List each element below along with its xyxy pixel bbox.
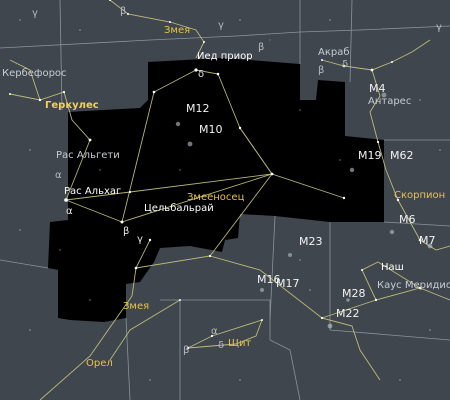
label-gamma-right-edge: γ [436, 22, 442, 34]
label-akrab: Акраб [318, 47, 350, 59]
label-delta-scorpius: δ [342, 59, 348, 71]
label-m28: M28 [342, 288, 366, 300]
label-serpens-bottom: Змея [123, 301, 149, 313]
label-m7: M7 [419, 235, 436, 247]
label-m23: M23 [299, 236, 323, 248]
label-cebalrai: Цельбальрай [144, 203, 214, 215]
label-alpha-hercules: α [55, 170, 62, 182]
label-m22: M22 [336, 308, 360, 320]
label-serpens-top: Змея [164, 25, 190, 37]
label-gamma-top-right: γ [218, 20, 224, 32]
label-beta-top-left: β [120, 6, 126, 18]
label-beta-ophiuchus: β [123, 226, 129, 238]
label-beta-scorpius: β [318, 65, 324, 77]
label-m62: M62 [390, 150, 414, 162]
label-ras-algethi: Рас Альгети [56, 150, 120, 162]
label-m10: M10 [199, 124, 223, 136]
label-yed-prior: Иед приор [197, 51, 253, 63]
label-m6: M6 [399, 214, 416, 226]
label-delta-ophiuchus: δ [198, 69, 204, 81]
label-alpha-ophiuchus: α [66, 206, 73, 218]
label-hercules: Геркулес [45, 100, 99, 112]
label-m17: M17 [276, 278, 300, 290]
label-scorpius: Скорпион [394, 190, 445, 202]
label-ras-alhague: Рас Альхаг [64, 186, 121, 198]
label-beta-top-right: β [258, 42, 264, 54]
label-kaus-meridionalis: Каус Меридион [377, 280, 450, 292]
label-antares: Антарес [368, 96, 411, 108]
label-cerberus: Кербефорос [2, 68, 67, 80]
label-delta-scutum: δ [218, 340, 224, 352]
label-scutum: Щит [228, 338, 251, 350]
label-nash: Наш [381, 262, 404, 274]
label-aquila: Орел [86, 358, 113, 370]
label-m19: M19 [358, 150, 382, 162]
label-m4: M4 [369, 83, 386, 95]
label-m12: M12 [186, 103, 210, 115]
label-alpha-scutum: α [211, 326, 218, 338]
label-gamma-top-left: γ [32, 8, 38, 20]
label-gamma-ophiuchus: γ [137, 234, 143, 246]
label-beta-scutum: β [183, 345, 189, 357]
